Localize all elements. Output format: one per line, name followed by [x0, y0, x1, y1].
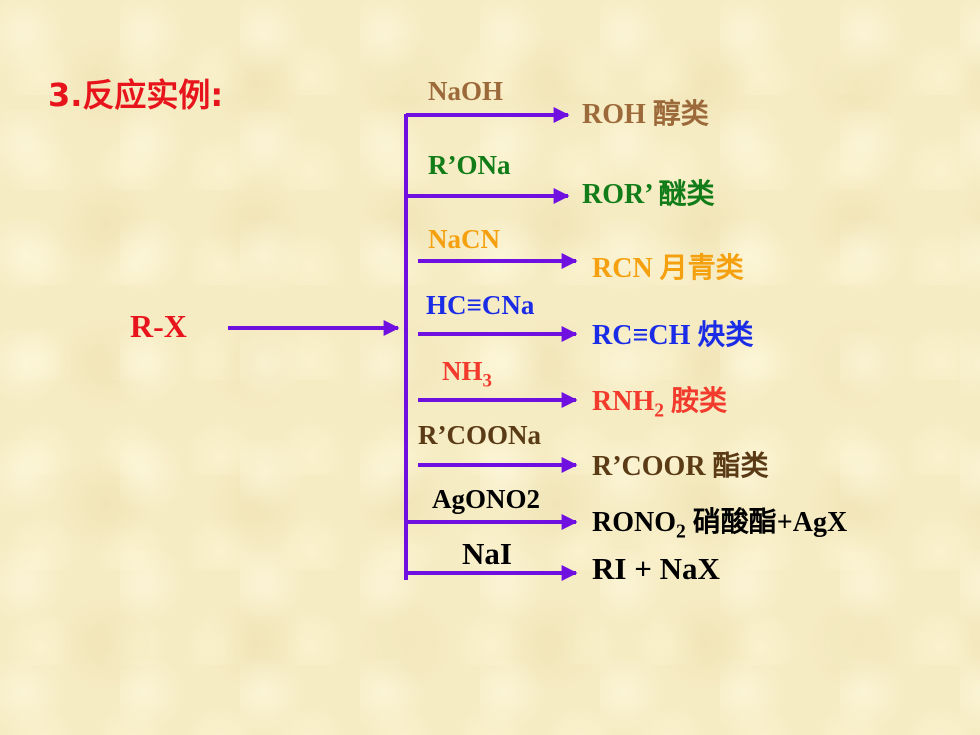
reagent-label: NaCN — [428, 224, 500, 254]
product-label: ROH 醇类 — [582, 99, 709, 130]
product-label: RONO2 硝酸酯+AgX — [592, 507, 848, 543]
reagent-label: NaI — [462, 536, 512, 571]
product-label: R’COOR 酯类 — [592, 451, 769, 482]
substrate-label: R-X — [130, 308, 187, 344]
product-label: RC≡CH 炔类 — [592, 320, 754, 351]
reagent-label: NaOH — [428, 76, 504, 106]
reagent-label: AgONO2 — [432, 484, 540, 514]
reagent-label: R’COONa — [418, 420, 541, 450]
page-heading: 3.反应实例: — [48, 76, 224, 114]
product-label: RI + NaX — [592, 551, 720, 586]
product-label: RNH2 胺类 — [592, 386, 728, 422]
reagent-label: NH3 — [442, 356, 492, 392]
product-label: ROR’ 醚类 — [582, 179, 715, 210]
reagent-label: HC≡CNa — [426, 290, 535, 320]
product-label: RCN 月青类 — [592, 253, 744, 284]
reagent-label: R’ONa — [428, 150, 511, 180]
